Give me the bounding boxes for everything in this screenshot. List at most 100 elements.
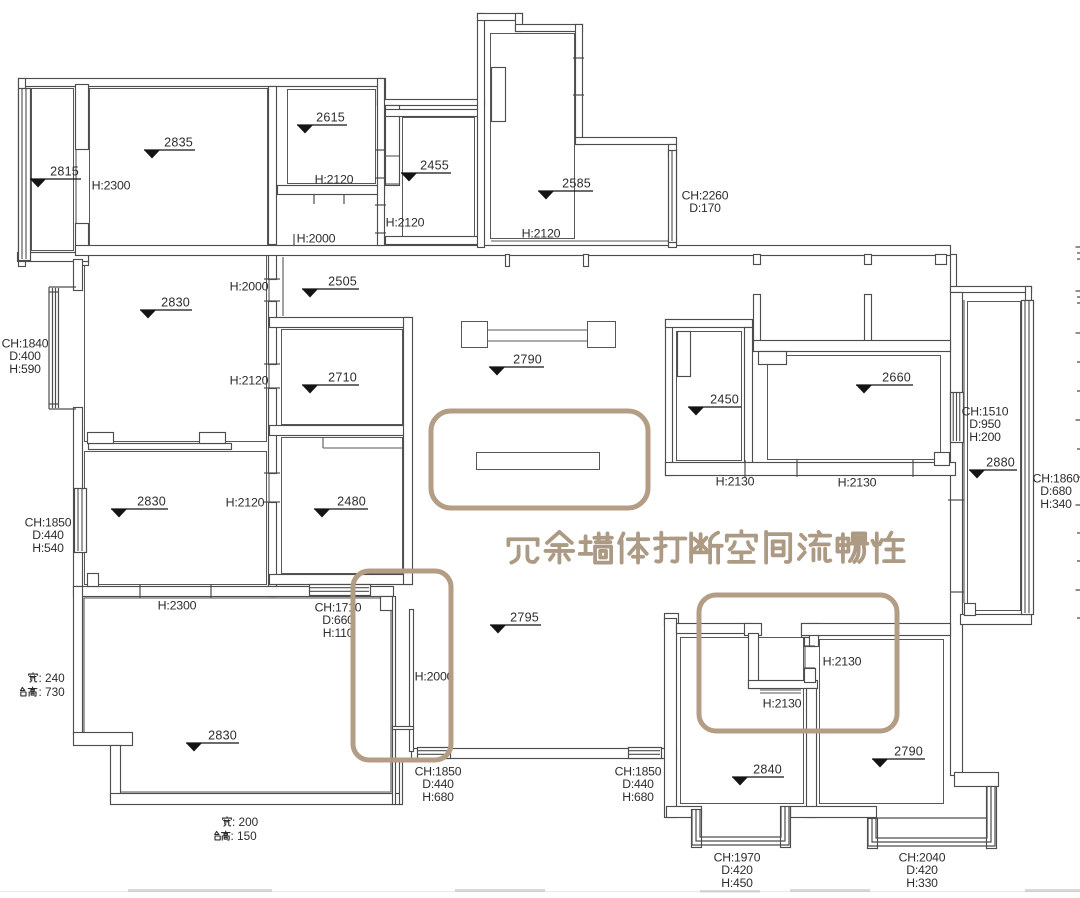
- wall-segment: [17, 77, 387, 88]
- wall-segment: [268, 316, 413, 329]
- opening-height-label: H:2000: [297, 231, 336, 245]
- cjk-glyph: [220, 830, 231, 841]
- annotation-title: [506, 529, 906, 565]
- elevation-value: 2710: [328, 371, 357, 385]
- elevation-triangle-icon: [856, 385, 872, 394]
- wall-segment: [949, 291, 964, 777]
- opening-height-label: H:2130: [763, 696, 802, 710]
- room-outline: [287, 89, 376, 184]
- elevation-marker: 2835: [144, 136, 195, 159]
- room-outline: [680, 637, 804, 804]
- sill-spec-label: : 240: 730: [20, 671, 65, 699]
- elevation-triangle-icon: [140, 310, 156, 319]
- cjk-glyph: [689, 530, 724, 565]
- cjk-glyph: [835, 531, 870, 564]
- wall-segment: [789, 805, 878, 819]
- elevation-marker: 2455: [401, 159, 451, 182]
- wall-segment: [747, 679, 819, 690]
- wall-segment: [402, 316, 414, 586]
- cjk-glyph: [20, 686, 27, 697]
- opening-height-label: H:2000: [230, 279, 269, 293]
- elevation-triangle-icon: [489, 367, 505, 376]
- elevation-marker: 2480: [314, 495, 368, 518]
- window-spec-line: CH:1510: [962, 404, 1009, 418]
- cjk-glyph: [577, 531, 614, 565]
- window-spec-line: H:680: [422, 790, 454, 804]
- window-spec-line: CH:1840: [2, 336, 49, 350]
- wall-segment: [863, 293, 873, 349]
- wall-segment: [476, 12, 486, 249]
- sill-spec-text: : 150: [231, 829, 258, 843]
- wall-segment: [953, 771, 1000, 788]
- elevation-triangle-icon: [688, 407, 704, 416]
- cjk-glyph: [27, 686, 38, 697]
- room-outline: [84, 451, 267, 585]
- opening-height-label: H:2300: [92, 178, 131, 192]
- wall-segment: [664, 461, 957, 477]
- wall-segment: [574, 23, 584, 146]
- elevation-marker: 2790: [872, 745, 925, 768]
- elevation-marker: 2710: [302, 371, 359, 394]
- room-outline: [89, 88, 268, 251]
- wall-segment: [267, 300, 278, 366]
- elevation-triangle-icon: [314, 509, 330, 518]
- window-spec-line: CH:2040: [899, 850, 946, 864]
- window-symbol: [73, 487, 88, 554]
- wall-segment: [276, 184, 386, 196]
- wall-segment: [74, 244, 952, 257]
- elevation-triangle-icon: [144, 150, 160, 159]
- window-spec-line: CH:2260: [682, 188, 729, 202]
- elevation-value: 2795: [510, 611, 539, 625]
- room-outline: [819, 639, 944, 804]
- window-spec-line: D:420: [721, 863, 753, 877]
- wall-segment: [757, 350, 788, 366]
- window-symbol: [17, 87, 32, 262]
- elevation-marker: 2615: [297, 111, 347, 134]
- clipped-bottom-text: [700, 890, 760, 893]
- elevation-triangle-icon: [111, 509, 127, 518]
- room-outline: [281, 437, 403, 574]
- elevation-triangle-icon: [302, 289, 318, 298]
- cjk-glyph: [506, 537, 540, 565]
- wall-segment: [267, 85, 278, 246]
- elevation-value: 2815: [50, 165, 79, 179]
- cjk-glyph: [870, 530, 906, 565]
- wall-segment: [376, 98, 486, 107]
- wall-segment: [384, 235, 483, 246]
- elevation-marker: 2830: [111, 495, 168, 518]
- window-spec-line: H:110: [323, 626, 354, 640]
- wall-segment: [72, 258, 84, 292]
- room-outline: [490, 33, 575, 239]
- wall-segment: [198, 431, 227, 445]
- window-spec-line: H:680: [622, 790, 654, 804]
- elevation-triangle-icon: [297, 125, 313, 134]
- wall-segment: [74, 83, 90, 151]
- wall-segment: [398, 757, 404, 806]
- window-spec-line: H:450: [721, 876, 753, 890]
- clipped-bottom-text: [455, 889, 545, 892]
- elevation-triangle-icon: [401, 173, 417, 182]
- elevation-value: 2455: [420, 159, 449, 173]
- elevation-value: 2585: [562, 177, 591, 191]
- elevation-value: 2830: [208, 729, 237, 743]
- elevation-triangle-icon: [302, 385, 318, 394]
- elevation-triangle-icon: [538, 191, 554, 200]
- elevation-value: 2505: [328, 275, 357, 289]
- window-spec-line: D:440: [622, 777, 654, 791]
- wall-segment: [800, 622, 952, 637]
- window-spec-line: D:680: [1040, 484, 1072, 498]
- highlight-box: [428, 408, 651, 511]
- opening-height-label: H:2130: [716, 474, 755, 488]
- wall-segment: [384, 104, 401, 187]
- wall-segment: [109, 744, 122, 802]
- wall-segment: [934, 253, 948, 266]
